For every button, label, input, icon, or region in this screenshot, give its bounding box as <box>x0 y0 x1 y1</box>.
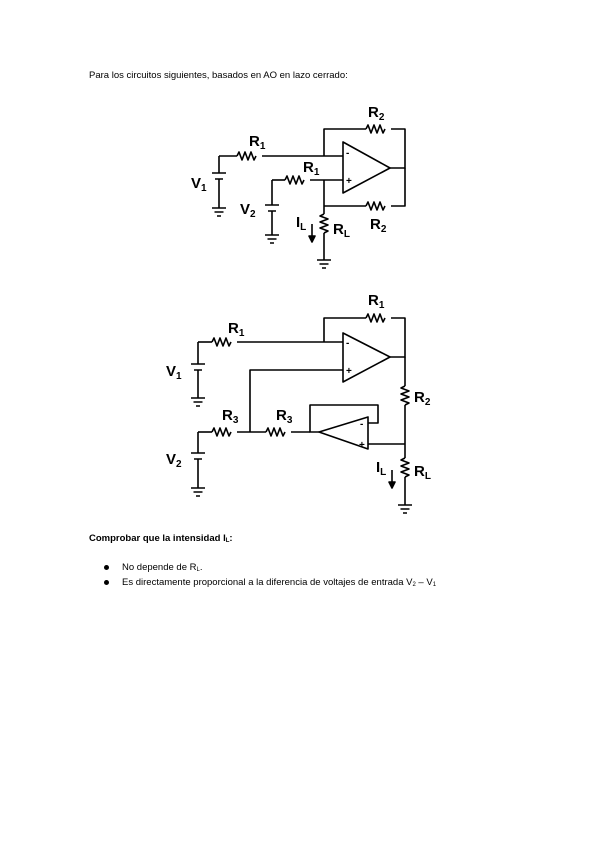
intro-text: Para los circuitos siguientes, basados e… <box>89 70 348 81</box>
label-r1-pos: R1 <box>303 159 320 178</box>
label-r1-in: R1 <box>249 133 266 152</box>
circuit-1 <box>212 124 406 269</box>
label-il: IL <box>296 214 306 233</box>
opamp-2a-plus: + <box>346 366 352 377</box>
resistor-rl-1 <box>319 213 329 234</box>
resistor-r3-a <box>211 427 232 437</box>
opamp-2b-minus: - <box>360 419 363 430</box>
opamp-1-minus: - <box>346 148 349 159</box>
opamp-2b-plus: + <box>359 440 365 451</box>
list-item: No depende de RL. <box>104 560 436 575</box>
ground-v2 <box>265 234 279 244</box>
resistor-r1-in-2 <box>211 337 232 347</box>
resistor-r2-bot <box>365 201 386 211</box>
label-r2-top: R2 <box>368 104 385 123</box>
label-r2-bot: R2 <box>370 216 387 235</box>
opamp-2b <box>318 416 369 450</box>
opamp-2a-minus: - <box>346 338 349 349</box>
label-r1-top: R1 <box>368 292 385 311</box>
circuit-figures: R2 R1 R1 V1 V2 IL RL R2 - + R1 R1 V1 R2 … <box>166 104 431 514</box>
label-rl-2: RL <box>414 463 431 482</box>
battery-v2 <box>265 204 279 212</box>
battery-v1 <box>212 172 226 180</box>
label-v2-2: V2 <box>166 451 182 470</box>
resistor-r3-b <box>265 427 286 437</box>
list-item: Es directamente proporcional a la difere… <box>104 575 436 590</box>
section-heading: Comprobar que la intensidad IL: <box>89 533 233 544</box>
ground-v2-2 <box>191 487 205 497</box>
resistor-r1-pos <box>284 175 305 185</box>
ground-v1-2 <box>191 397 205 407</box>
opamp-2a <box>342 332 391 383</box>
ground-rl-2 <box>398 504 412 514</box>
label-v2: V2 <box>240 201 256 220</box>
battery-v2-2 <box>191 452 205 460</box>
label-il-2: IL <box>376 459 386 478</box>
resistor-r2-2 <box>400 385 410 406</box>
label-rl: RL <box>333 221 350 240</box>
label-v1-2: V1 <box>166 363 182 382</box>
resistor-r1-in <box>236 151 257 161</box>
opamp-1-plus: + <box>346 176 352 187</box>
label-v1: V1 <box>191 175 207 194</box>
label-r3-b: R3 <box>276 407 293 426</box>
label-r1-in-2: R1 <box>228 320 245 339</box>
label-r2-2: R2 <box>414 389 431 408</box>
resistor-rl-2 <box>400 457 410 478</box>
circuit-2 <box>191 313 412 514</box>
opamp-1 <box>342 141 391 194</box>
ground-rl-1 <box>317 259 331 269</box>
battery-v1-2 <box>191 363 205 371</box>
ground-v1 <box>212 207 226 217</box>
resistor-r1-top <box>365 313 386 323</box>
resistor-r2-top <box>365 124 386 134</box>
label-r3-a: R3 <box>222 407 239 426</box>
bullet-list: No depende de RL. Es directamente propor… <box>104 560 436 590</box>
